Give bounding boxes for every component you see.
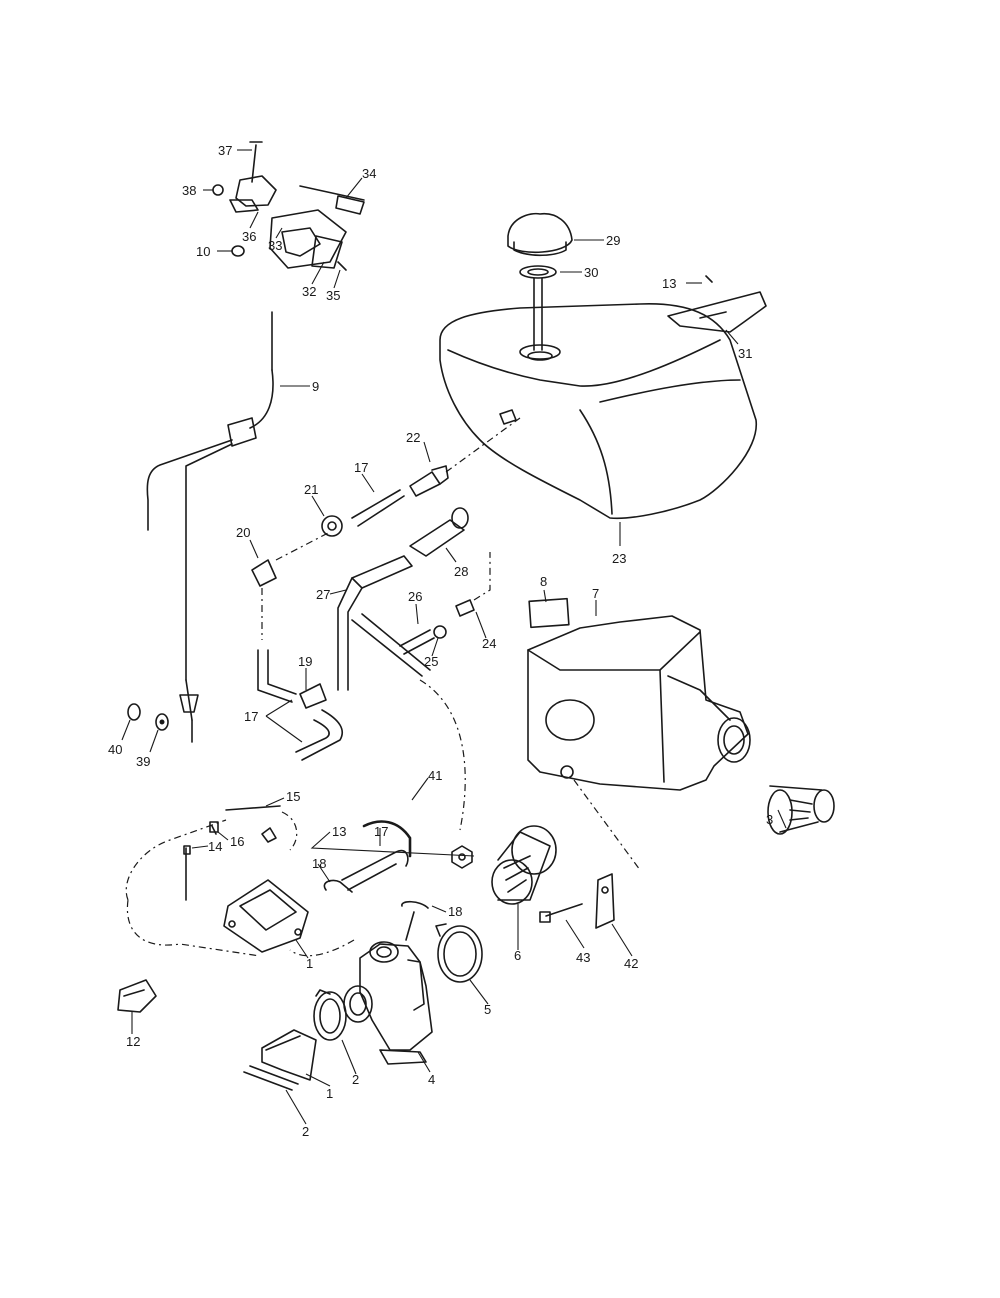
vent-hose xyxy=(337,555,431,691)
callout-2a: 2 xyxy=(352,1072,359,1087)
callout-34: 34 xyxy=(362,166,376,181)
fasteners xyxy=(183,805,473,901)
callout-39: 39 xyxy=(136,754,150,769)
hose-and-t-fitting xyxy=(257,649,344,761)
air-filter-element xyxy=(767,785,835,835)
clips xyxy=(127,703,169,731)
airbox xyxy=(527,597,751,791)
callout-35: 35 xyxy=(326,288,340,303)
callout-1a: 1 xyxy=(306,956,313,971)
fuel-line-upper xyxy=(321,417,521,537)
callout-27: 27 xyxy=(316,587,330,602)
callout-17a: 17 xyxy=(354,460,368,475)
callout-41: 41 xyxy=(428,768,442,783)
callout-36: 36 xyxy=(242,229,256,244)
callout-15: 15 xyxy=(286,789,300,804)
boot-clamp xyxy=(435,923,483,983)
callout-26: 26 xyxy=(408,589,422,604)
intake-and-clamp xyxy=(243,989,347,1091)
small-connectors xyxy=(399,552,491,655)
callout-29: 29 xyxy=(606,233,620,248)
callout-43: 43 xyxy=(576,950,590,965)
callout-16: 16 xyxy=(230,834,244,849)
callout-labels: 37 34 38 36 10 33 32 35 29 30 13 31 9 22… xyxy=(108,143,773,1139)
carb-top-cover xyxy=(223,879,309,953)
callout-20: 20 xyxy=(236,525,250,540)
callout-32: 32 xyxy=(302,284,316,299)
callout-5: 5 xyxy=(484,1002,491,1017)
callout-7: 7 xyxy=(592,586,599,601)
callout-4: 4 xyxy=(428,1072,435,1087)
callout-37: 37 xyxy=(218,143,232,158)
callout-28: 28 xyxy=(454,564,468,579)
airbox-boot xyxy=(491,825,557,905)
callout-30: 30 xyxy=(584,265,598,280)
callout-24: 24 xyxy=(482,636,496,651)
callout-40: 40 xyxy=(108,742,122,757)
hose-clamps xyxy=(323,879,429,909)
callout-1b: 1 xyxy=(326,1086,333,1101)
tank-bracket xyxy=(667,275,767,333)
callout-17b: 17 xyxy=(244,709,258,724)
callout-18b: 18 xyxy=(448,904,462,919)
throttle-housing-assembly xyxy=(212,141,365,271)
hose-lower xyxy=(341,849,409,891)
callout-12: 12 xyxy=(126,1034,140,1049)
callout-13a: 13 xyxy=(662,276,676,291)
callout-10: 10 xyxy=(196,244,210,259)
fuel-cap xyxy=(507,212,573,351)
callout-33: 33 xyxy=(268,238,282,253)
throttle-cable xyxy=(146,311,274,743)
elbow-fitting xyxy=(251,531,331,640)
screw-and-bracket xyxy=(539,779,641,929)
callout-13b: 13 xyxy=(332,824,346,839)
callout-9: 9 xyxy=(312,379,319,394)
callout-18a: 18 xyxy=(312,856,326,871)
callout-3: 3 xyxy=(766,812,773,827)
callout-42: 42 xyxy=(624,956,638,971)
callout-22: 22 xyxy=(406,430,420,445)
callout-8: 8 xyxy=(540,574,547,589)
callout-14: 14 xyxy=(208,839,222,854)
callout-25: 25 xyxy=(424,654,438,669)
callout-2b: 2 xyxy=(302,1124,309,1139)
fuel-filter xyxy=(409,507,469,557)
fuel-tank xyxy=(439,303,757,520)
callout-21: 21 xyxy=(304,482,318,497)
drain-hose xyxy=(362,820,412,858)
callout-19: 19 xyxy=(298,654,312,669)
callout-31: 31 xyxy=(738,346,752,361)
callout-6: 6 xyxy=(514,948,521,963)
leader-lines xyxy=(121,149,787,1125)
callout-23: 23 xyxy=(612,551,626,566)
callout-17c: 17 xyxy=(374,824,388,839)
assembly-outline xyxy=(125,679,466,957)
deflector xyxy=(117,979,157,1013)
carburetor xyxy=(343,911,433,1065)
callout-38: 38 xyxy=(182,183,196,198)
